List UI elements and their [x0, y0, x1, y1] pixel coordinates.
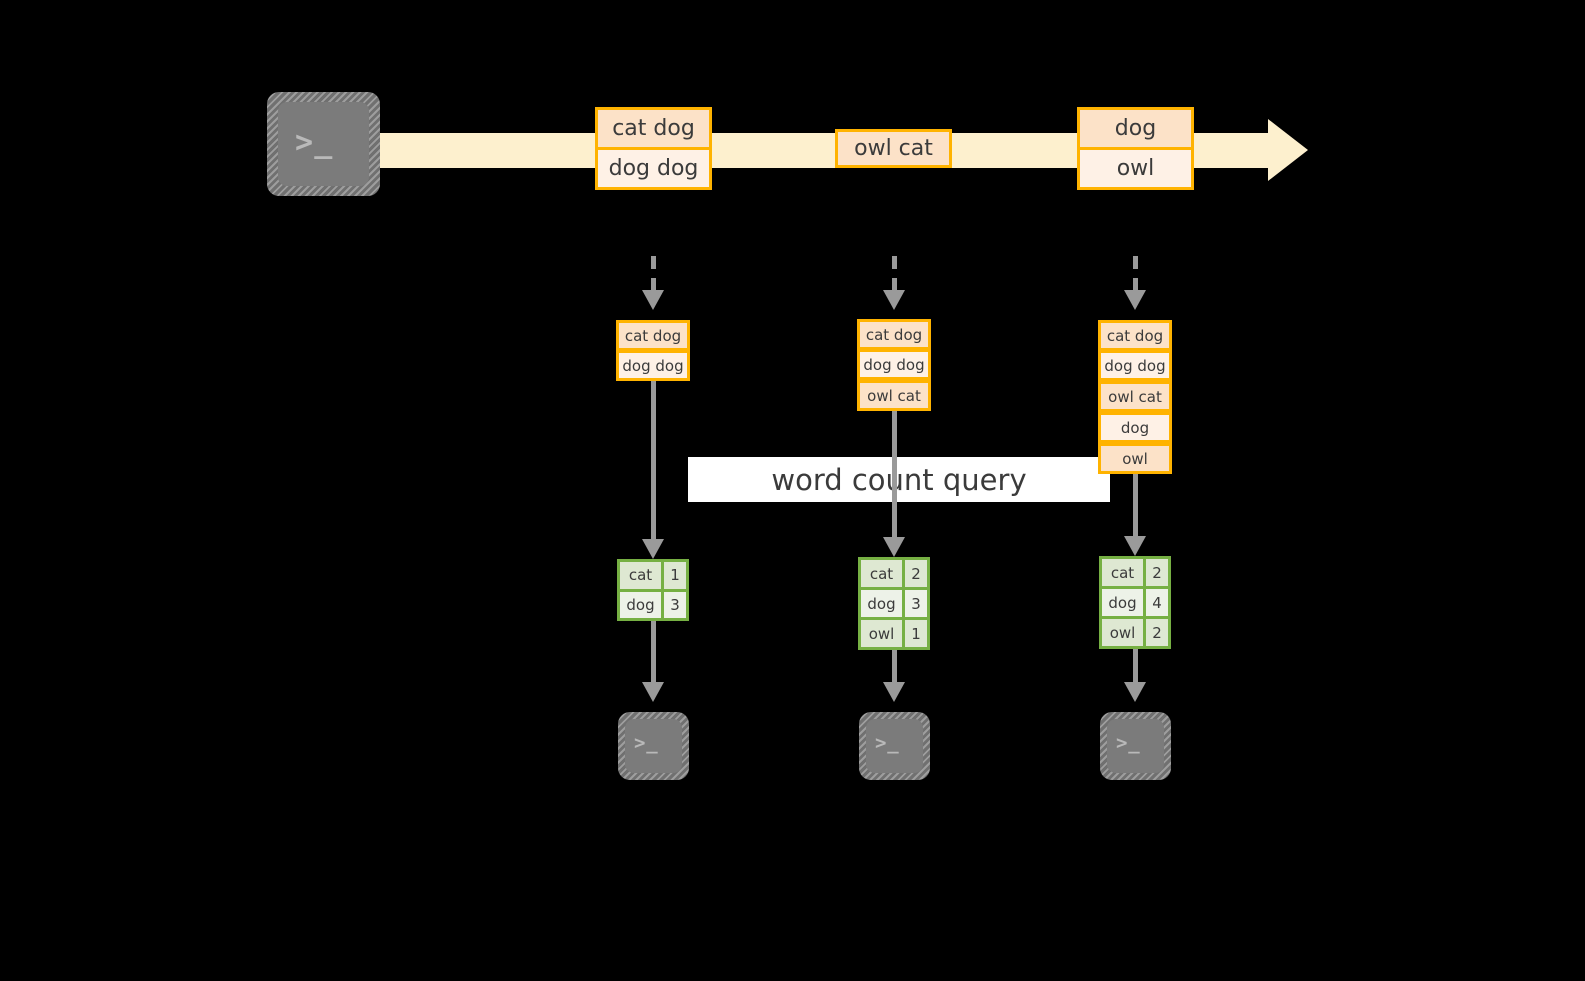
snapshot-record: dog dog [857, 349, 931, 380]
snapshot-tap-arrowhead [883, 290, 905, 310]
result-table: cat 2 dog 3 owl 1 [858, 557, 930, 650]
terminal-prompt-glyph: >_ [1116, 732, 1141, 754]
result-count-cell: 2 [1146, 559, 1168, 586]
result-count-cell: 1 [664, 562, 686, 589]
result-count-cell: 3 [905, 590, 927, 617]
result-word-cell: owl [1102, 619, 1146, 646]
sink-arrow-line [651, 621, 656, 684]
terminal-prompt-glyph: >_ [634, 732, 659, 754]
table-row: cat 2 [1102, 559, 1168, 586]
snapshot-tap-arrowhead [642, 290, 664, 310]
stream-record: dog dog [595, 147, 712, 190]
query-label-band [688, 457, 1110, 502]
snapshot-record: dog dog [616, 350, 690, 381]
snapshot-record: owl cat [857, 380, 931, 411]
sink-arrow-line [1133, 649, 1138, 684]
stream-record: owl [1077, 147, 1194, 190]
query-label: word count query [771, 463, 1027, 497]
snapshot-tap-line [651, 256, 656, 292]
query-arrow-line [892, 411, 897, 539]
terminal-prompt-glyph: >_ [295, 125, 334, 160]
terminal-body [866, 719, 923, 773]
source-terminal[interactable]: >_ [267, 92, 380, 196]
query-arrow-head [883, 537, 905, 557]
result-count-cell: 4 [1146, 589, 1168, 616]
result-word-cell: owl [861, 620, 905, 647]
sink-arrow-head [883, 682, 905, 702]
result-count-cell: 2 [1146, 619, 1168, 646]
query-arrow-head [642, 539, 664, 559]
result-word-cell: cat [861, 560, 905, 587]
result-table: cat 1 dog 3 [617, 559, 689, 621]
query-arrow-line [1133, 474, 1138, 538]
result-count-cell: 2 [905, 560, 927, 587]
query-arrow-line [651, 381, 656, 541]
terminal-body [1107, 719, 1164, 773]
table-row: dog 3 [620, 588, 686, 618]
sink-arrow-head [1124, 682, 1146, 702]
stream-record: cat dog [595, 107, 712, 150]
result-word-cell: cat [1102, 559, 1146, 586]
terminal-body [278, 102, 369, 186]
sink-terminal[interactable]: >_ [1100, 712, 1171, 780]
snapshot-record: owl [1098, 443, 1172, 474]
snapshot-record: dog dog [1098, 350, 1172, 381]
stream-arrowhead [1268, 119, 1308, 181]
snapshot-record: owl cat [1098, 381, 1172, 412]
table-row: cat 2 [861, 560, 927, 587]
result-word-cell: cat [620, 562, 664, 589]
table-row: dog 3 [861, 587, 927, 617]
result-word-cell: dog [1102, 589, 1146, 616]
sink-terminal[interactable]: >_ [618, 712, 689, 780]
table-row: owl 2 [1102, 616, 1168, 646]
snapshot-record: dog [1098, 412, 1172, 443]
table-row: owl 1 [861, 617, 927, 647]
snapshot-record: cat dog [857, 319, 931, 350]
result-count-cell: 3 [664, 591, 686, 618]
terminal-body [625, 719, 682, 773]
sink-arrow-head [642, 682, 664, 702]
snapshot-tap-line [892, 256, 897, 292]
result-word-cell: dog [861, 590, 905, 617]
stream-record: dog [1077, 107, 1194, 150]
snapshot-tap-arrowhead [1124, 290, 1146, 310]
result-table: cat 2 dog 4 owl 2 [1099, 556, 1171, 649]
sink-terminal[interactable]: >_ [859, 712, 930, 780]
result-count-cell: 1 [905, 620, 927, 647]
result-word-cell: dog [620, 591, 664, 618]
stream-record: owl cat [835, 129, 952, 168]
snapshot-record: cat dog [616, 320, 690, 351]
sink-arrow-line [892, 650, 897, 684]
table-row: dog 4 [1102, 586, 1168, 616]
snapshot-record: cat dog [1098, 320, 1172, 351]
query-arrow-head [1124, 536, 1146, 556]
snapshot-tap-line [1133, 256, 1138, 292]
terminal-prompt-glyph: >_ [875, 732, 900, 754]
table-row: cat 1 [620, 562, 686, 589]
